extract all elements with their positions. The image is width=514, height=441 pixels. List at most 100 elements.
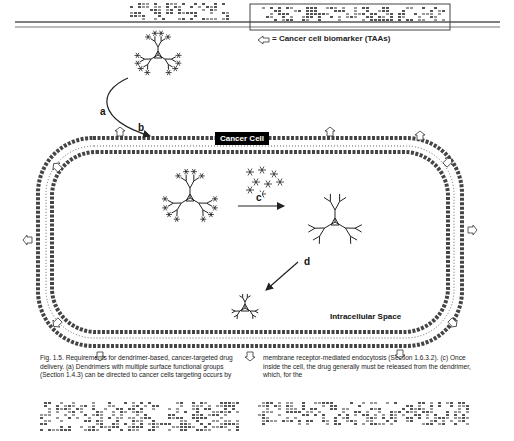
- branch: [350, 236, 351, 244]
- blur-dot: [362, 7, 365, 9]
- receptor-symbol: [23, 235, 32, 245]
- blur-dot: [60, 402, 63, 404]
- blur-dot: [278, 7, 281, 9]
- blur-dot: [374, 402, 377, 404]
- branch: [245, 308, 250, 311]
- blur-dot: [232, 408, 235, 410]
- blur-dot: [410, 408, 413, 410]
- ligand: [163, 196, 166, 201]
- branch: [194, 178, 199, 181]
- branch: [355, 228, 362, 232]
- blur-dot: [274, 10, 277, 12]
- blur-dot: [330, 405, 333, 407]
- blur-dot: [418, 405, 421, 407]
- blur-dot: [146, 3, 149, 5]
- ligand: [160, 31, 163, 36]
- blur-dot: [56, 411, 59, 413]
- blur-dot: [216, 411, 219, 413]
- blur-dot: [434, 7, 437, 9]
- blur-dot: [398, 13, 401, 15]
- blur-dot: [174, 6, 177, 8]
- blur-dot: [224, 426, 227, 428]
- blur-dot: [120, 417, 123, 419]
- blur-dot: [458, 408, 461, 410]
- branch: [235, 311, 240, 312]
- ligand: [167, 70, 170, 75]
- blur-dot: [60, 408, 63, 410]
- branch: [140, 57, 145, 59]
- blur-dot: [68, 411, 71, 413]
- blur-dot: [406, 411, 409, 413]
- blur-dot: [68, 429, 71, 431]
- blur-dot: [198, 6, 201, 8]
- blur-dot: [190, 18, 193, 20]
- blur-dot: [382, 414, 385, 416]
- blur-dot: [128, 426, 131, 428]
- blur-dot: [430, 402, 433, 404]
- blur-dot: [64, 414, 67, 416]
- step-letter: b: [138, 122, 144, 133]
- ligand: [254, 179, 258, 186]
- blur-dot: [286, 405, 289, 407]
- blur-dot: [262, 420, 265, 422]
- blur-dot: [84, 405, 87, 407]
- blur-dot: [56, 405, 59, 407]
- blur-dot: [92, 402, 95, 404]
- blur-dot: [232, 423, 235, 425]
- blur-dot: [306, 7, 309, 9]
- blur-dot: [406, 417, 409, 419]
- blur-dot: [398, 411, 401, 413]
- blur-dot: [220, 423, 223, 425]
- blur-dot: [134, 12, 137, 14]
- blur-dot: [454, 417, 457, 419]
- blur-dot: [418, 408, 421, 410]
- blur-dot: [318, 411, 321, 413]
- blur-dot: [330, 408, 333, 410]
- blur-dot: [80, 411, 83, 413]
- blur-dot: [294, 408, 297, 410]
- branch: [168, 203, 174, 206]
- blur-dot: [48, 414, 51, 416]
- blur-dot: [166, 3, 169, 5]
- blur-dot: [176, 417, 179, 419]
- blur-dot: [214, 6, 217, 8]
- blur-dot: [342, 411, 345, 413]
- blur-dot: [210, 6, 213, 8]
- arrow-d: [266, 262, 298, 290]
- branch: [240, 308, 245, 311]
- blur-dot: [224, 420, 227, 422]
- blur-dot: [286, 402, 289, 404]
- blur-dot: [266, 405, 269, 407]
- blur-dot: [394, 417, 397, 419]
- blur-dot: [326, 13, 329, 15]
- blur-dot: [136, 429, 139, 431]
- legend-text: = Cancer cell biomarker (TAAs): [272, 34, 390, 43]
- blur-dot: [192, 417, 195, 419]
- blur-dot: [112, 411, 115, 413]
- blur-dot: [120, 429, 123, 431]
- blur-dot: [168, 414, 171, 416]
- blur-dot: [152, 408, 155, 410]
- blur-dot: [220, 426, 223, 428]
- blur-dot: [162, 18, 165, 20]
- receptor-symbol: [415, 131, 425, 140]
- blur-dot: [410, 417, 413, 419]
- branch: [234, 315, 237, 317]
- blur-dot: [262, 423, 265, 425]
- branch: [340, 197, 346, 201]
- branch: [207, 200, 213, 203]
- blur-dot: [422, 411, 425, 413]
- blur-dot: [222, 12, 225, 14]
- blur-dot: [116, 420, 119, 422]
- blur-dot: [128, 408, 131, 410]
- branch: [154, 36, 155, 41]
- branch: [330, 202, 335, 210]
- blur-dot: [224, 408, 227, 410]
- blur-dot: [136, 411, 139, 413]
- blur-dot: [294, 411, 297, 413]
- blur-dot: [414, 408, 417, 410]
- ligand: [174, 66, 177, 71]
- blur-dot: [60, 426, 63, 428]
- blur-dot: [68, 405, 71, 407]
